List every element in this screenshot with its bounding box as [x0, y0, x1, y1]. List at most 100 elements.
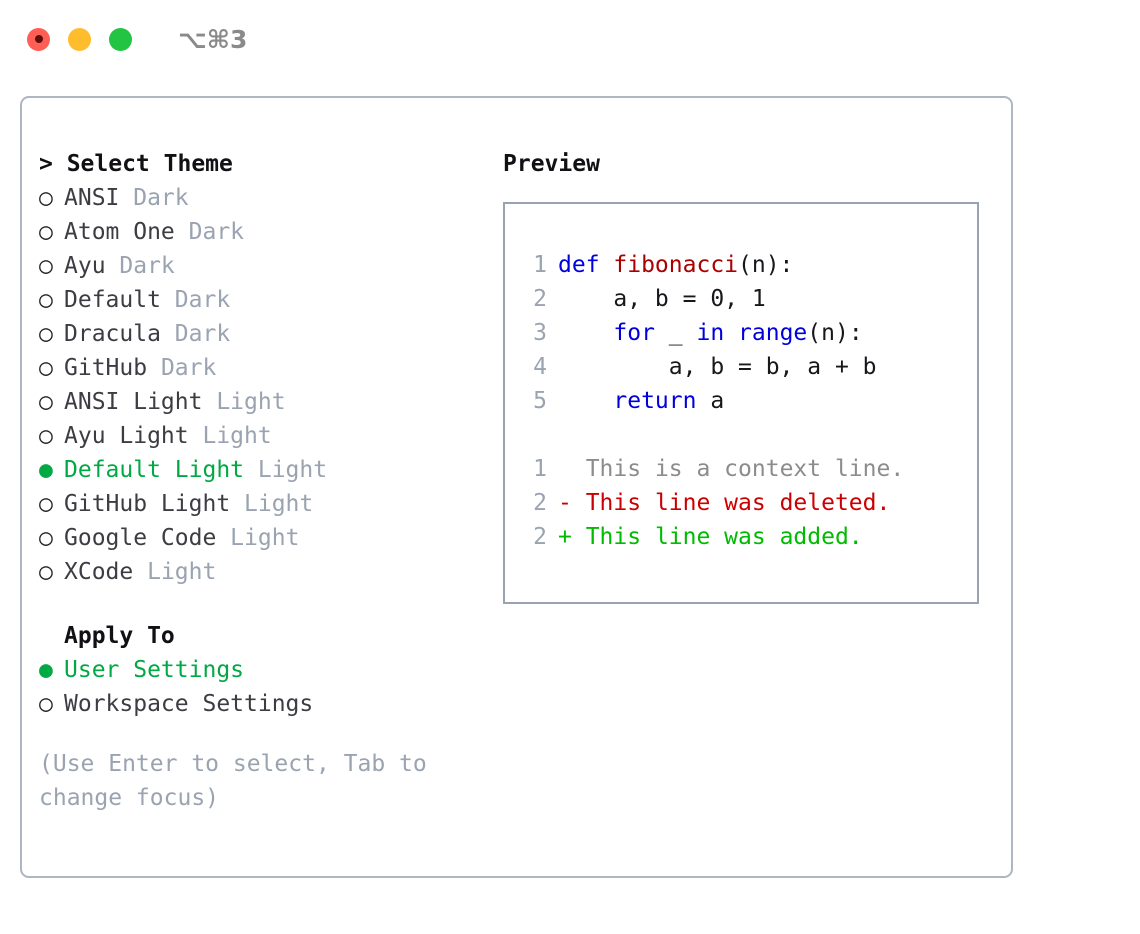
diff-line: 2- This line was deleted.: [523, 486, 969, 520]
radio-unselected-icon[interactable]: ○: [39, 355, 53, 381]
theme-name: ANSI: [64, 185, 120, 211]
theme-list-item[interactable]: ○ XCode Light: [39, 555, 499, 589]
diff-text: This line was added.: [571, 524, 863, 550]
theme-variant-label: Light: [216, 525, 300, 551]
code-token: [724, 320, 738, 346]
apply-to-label: User Settings: [64, 657, 245, 683]
radio-unselected-icon[interactable]: ○: [39, 423, 53, 449]
theme-name: Dracula: [64, 321, 161, 347]
radio-unselected-icon[interactable]: ○: [39, 287, 53, 313]
apply-to-header: Apply To: [64, 623, 175, 649]
theme-list[interactable]: ○ANSI Dark○Atom One Dark○Ayu Dark○Defaul…: [39, 181, 499, 589]
code-token: (n):: [807, 320, 863, 346]
theme-variant-label: Dark: [119, 185, 189, 211]
theme-list-item[interactable]: ○ GitHub Dark: [39, 351, 499, 385]
code-token: _: [654, 320, 697, 346]
theme-name: Atom One: [64, 219, 175, 245]
radio-unselected-icon[interactable]: ○: [39, 559, 53, 585]
radio-unselected-icon[interactable]: ○: [39, 321, 53, 347]
radio-selected-icon[interactable]: ●: [39, 457, 53, 483]
theme-name: GitHub: [64, 355, 148, 381]
code-token: return: [613, 388, 697, 414]
radio-selected-icon[interactable]: ●: [39, 657, 53, 683]
theme-name: Default Light: [64, 457, 245, 483]
apply-to-label: Workspace Settings: [64, 691, 314, 717]
theme-name: Google Code: [64, 525, 217, 551]
main-panel: > Select Theme ○ANSI Dark○Atom One Dark○…: [20, 96, 1013, 878]
theme-list-item[interactable]: ● Default Light Light: [39, 453, 499, 487]
close-button[interactable]: [27, 27, 50, 51]
diff-text: This line was deleted.: [571, 490, 891, 516]
line-number: 1: [533, 252, 547, 278]
code-token: a, b = b, a + b: [558, 354, 877, 380]
code-diff-separator: [523, 418, 969, 452]
diff-sample: 1 This is a context line. 2- This line wa…: [523, 452, 969, 554]
theme-variant-label: Light: [133, 559, 217, 585]
theme-name: Ayu: [64, 253, 106, 279]
window-controls: [27, 27, 132, 51]
theme-list-item[interactable]: ○ Ayu Light Light: [39, 419, 499, 453]
code-token: def: [558, 252, 614, 278]
radio-unselected-icon[interactable]: ○: [39, 525, 53, 551]
theme-variant-label: Light: [188, 423, 272, 449]
theme-variant-label: Dark: [105, 253, 175, 279]
theme-variant-label: Dark: [160, 321, 231, 347]
theme-variant-label: Dark: [174, 219, 245, 245]
code-line: 2 a, b = 0, 1: [523, 282, 969, 316]
diff-sign: [558, 456, 572, 482]
code-token: [558, 388, 613, 414]
radio-unselected-icon[interactable]: ○: [39, 253, 53, 279]
radio-unselected-icon[interactable]: ○: [39, 691, 53, 717]
theme-list-item[interactable]: ○ Dracula Dark: [39, 317, 499, 351]
select-theme-header: > Select Theme: [39, 151, 233, 177]
maximize-button[interactable]: [109, 27, 132, 51]
theme-variant-label: Light: [202, 389, 286, 415]
theme-variant-label: Light: [230, 491, 314, 517]
section-spacer: [39, 589, 499, 619]
line-number: 1: [533, 456, 547, 482]
diff-text: This is a context line.: [571, 456, 905, 482]
theme-name: XCode: [64, 559, 134, 585]
theme-list-item[interactable]: ○ ANSI Dark: [39, 181, 499, 215]
code-token: a, b = 0, 1: [558, 286, 766, 312]
diff-line: 2+ This line was added.: [523, 520, 969, 554]
theme-list-item[interactable]: ○ Atom One Dark: [39, 215, 499, 249]
apply-to-item[interactable]: ● User Settings: [39, 653, 499, 687]
radio-unselected-icon[interactable]: ○: [39, 185, 53, 211]
theme-list-item[interactable]: ○ANSI Light Light: [39, 385, 499, 419]
radio-unselected-icon[interactable]: ○: [39, 219, 53, 245]
hint-spacer: [39, 721, 499, 741]
code-token: [558, 320, 613, 346]
code-token: range: [738, 320, 808, 346]
radio-unselected-icon[interactable]: ○: [39, 491, 53, 517]
code-token: in: [696, 320, 725, 346]
theme-name: Ayu Light: [64, 423, 189, 449]
line-number: 4: [533, 354, 547, 380]
line-number: 2: [533, 490, 547, 516]
diff-sign: -: [558, 490, 572, 516]
apply-to-item[interactable]: ○ Workspace Settings: [39, 687, 499, 721]
diff-sign: +: [558, 524, 572, 550]
code-token: fibonacci: [613, 252, 739, 278]
theme-variant-label: Light: [244, 457, 328, 483]
preview-title: Preview: [503, 151, 600, 177]
theme-name: GitHub Light: [64, 491, 231, 517]
theme-list-item[interactable]: ○ Ayu Dark: [39, 249, 499, 283]
minimize-button[interactable]: [68, 27, 91, 51]
code-token: a: [696, 388, 725, 414]
apply-to-list[interactable]: ● User Settings ○ Workspace Settings: [39, 653, 499, 721]
theme-list-item[interactable]: ○ Google Code Light: [39, 521, 499, 555]
radio-unselected-icon[interactable]: ○: [39, 389, 53, 415]
keyboard-hint: (Use Enter to select, Tab to change focu…: [39, 751, 427, 811]
theme-variant-label: Dark: [160, 287, 231, 313]
theme-list-item[interactable]: ○Default Dark: [39, 283, 499, 317]
line-number: 5: [533, 388, 547, 414]
theme-list-item[interactable]: ○ GitHub Light Light: [39, 487, 499, 521]
theme-variant-label: Dark: [147, 355, 217, 381]
code-line: 3 for _ in range(n):: [523, 316, 969, 350]
